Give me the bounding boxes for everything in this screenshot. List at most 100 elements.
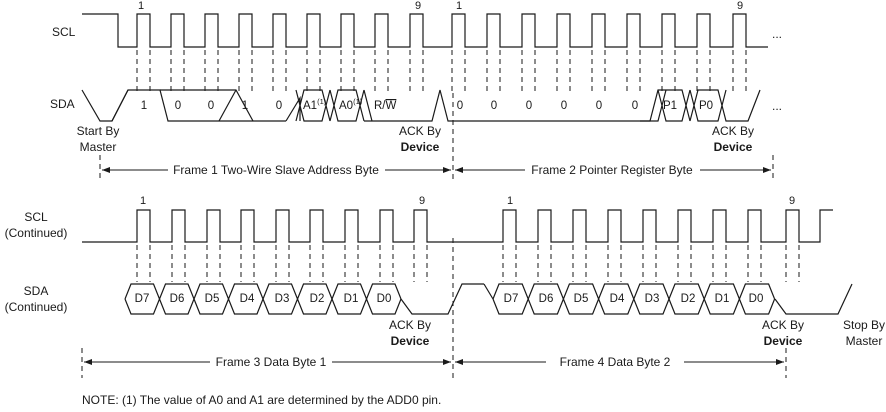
ack-by-device-label: ACK By <box>762 318 804 332</box>
sda-segment <box>562 298 600 315</box>
a0-bit-label: A0(1) <box>339 97 363 112</box>
sda-segment <box>227 283 264 300</box>
sda-segment <box>703 283 740 300</box>
data-bit-label: D3 <box>645 293 660 305</box>
data-bit-label: D1 <box>344 293 359 305</box>
sda-segment <box>363 89 373 122</box>
scl-sample-dashes <box>136 245 800 282</box>
sda-segment <box>774 283 853 315</box>
sda-segment <box>633 298 670 315</box>
clock-number-1: 1 <box>507 195 513 207</box>
sda-continued-waveform <box>124 283 853 315</box>
sda-segment <box>331 298 368 315</box>
bit-label: P1 <box>663 100 677 112</box>
sda-continued-label: SDA <box>24 284 49 298</box>
sda-segment <box>492 283 529 300</box>
sda-segment <box>329 89 365 122</box>
sda-segment <box>81 89 286 122</box>
sda-segment <box>295 89 331 122</box>
sda-segment <box>193 283 230 300</box>
scl-continued-label: (Continued) <box>5 226 68 240</box>
clock-number-9: 9 <box>415 0 421 12</box>
sda-segment <box>365 298 402 315</box>
a1-bit-label: A1(1) <box>303 97 327 112</box>
bit-label: 0 <box>632 100 638 112</box>
data-bit-label: D5 <box>574 293 589 305</box>
sda-segment <box>218 89 237 122</box>
sda-segment <box>111 89 129 122</box>
data-bit-label: D7 <box>135 293 150 305</box>
bit-label: 0 <box>596 100 602 112</box>
sda-segment <box>365 283 402 300</box>
bit-label: 1 <box>141 100 147 112</box>
sda-segment <box>598 298 635 315</box>
bit-label: 0 <box>561 100 567 112</box>
ack-by-device-label: Device <box>391 334 430 348</box>
sda-segment <box>124 298 161 315</box>
bit-label: 0 <box>526 100 532 112</box>
data-bit-label: D0 <box>377 293 392 305</box>
bit-label: 0 <box>208 100 214 112</box>
scl-sample-dashes <box>136 50 747 92</box>
bit-label: 1 <box>242 100 248 112</box>
ack-by-device-label: Device <box>714 140 753 154</box>
sda-segment <box>492 298 529 315</box>
sda-segment <box>640 89 667 122</box>
footnote: NOTE: (1) The value of A0 and A1 are det… <box>82 393 441 407</box>
sda-segment <box>158 298 195 315</box>
ack-by-device-label: Device <box>764 334 803 348</box>
scl-ellipsis: ... <box>772 27 782 41</box>
sda-segment <box>703 298 740 315</box>
ack-by-device-label: ACK By <box>389 318 431 332</box>
clock-number-9: 9 <box>789 195 795 207</box>
data-bit-label: D2 <box>681 293 696 305</box>
sda-segment <box>689 89 761 122</box>
bit-label: 0 <box>457 100 463 112</box>
sda-segment <box>483 283 494 300</box>
sda-segment <box>668 298 705 315</box>
data-bit-label: D4 <box>240 293 255 305</box>
sda-segment <box>158 283 195 300</box>
sda-label: SDA <box>50 97 75 111</box>
sda-segment <box>124 283 161 300</box>
sda-segment <box>285 95 301 122</box>
data-bit-label: D0 <box>749 293 764 305</box>
clock-number-9: 9 <box>419 195 425 207</box>
sda-segment <box>400 283 484 315</box>
sda-segment <box>527 298 564 315</box>
sda-segment <box>738 298 776 315</box>
data-bit-label: D6 <box>170 293 185 305</box>
scl-label: SCL <box>52 25 76 39</box>
sda-segment <box>262 298 299 315</box>
frame3-label: Frame 3 Data Byte 1 <box>216 355 327 369</box>
sda-segment <box>331 283 368 300</box>
bit-label: P0 <box>699 100 713 112</box>
frame2-label: Frame 2 Pointer Register Byte <box>531 163 693 177</box>
data-bit-label: D6 <box>539 293 554 305</box>
sda-continued-label: (Continued) <box>5 300 68 314</box>
data-bit-label: D3 <box>275 293 290 305</box>
sda-segment <box>296 283 333 300</box>
frame4-label: Frame 4 Data Byte 2 <box>560 355 671 369</box>
clock-number-1: 1 <box>456 0 462 12</box>
data-bit-label: D5 <box>205 293 220 305</box>
sda-segment <box>598 283 635 300</box>
data-bit-label: D7 <box>504 293 519 305</box>
clock-number-1: 1 <box>140 195 146 207</box>
scl-continued-label: SCL <box>24 210 48 224</box>
sda-segment <box>227 298 264 315</box>
sda-segment <box>296 298 333 315</box>
sda-segment <box>657 89 691 122</box>
sda-segment <box>633 283 670 300</box>
sda-segment <box>668 283 705 300</box>
sda-segment <box>527 283 564 300</box>
sda-segment <box>738 283 776 300</box>
sda-segment <box>562 283 600 300</box>
bit-label: 0 <box>175 100 181 112</box>
sda-segment <box>193 298 230 315</box>
sda-waveform <box>81 89 761 122</box>
clock-number-9: 9 <box>737 0 743 12</box>
bit-label: 0 <box>276 100 282 112</box>
data-bit-label: D1 <box>715 293 730 305</box>
